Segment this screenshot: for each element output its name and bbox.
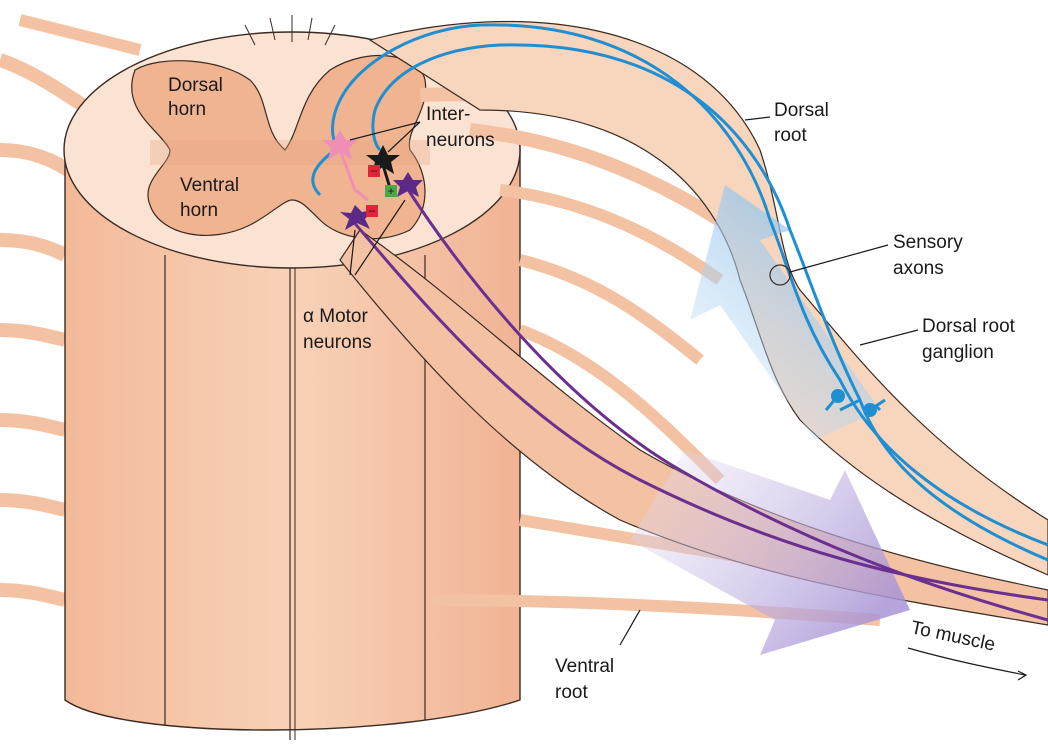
svg-text:−: −	[368, 204, 375, 218]
dorsal-root-ganglion-cells	[824, 389, 886, 417]
svg-text:horn: horn	[168, 99, 206, 120]
svg-text:neurons: neurons	[426, 130, 495, 151]
svg-text:ganglion: ganglion	[922, 342, 994, 363]
svg-text:root: root	[774, 125, 807, 146]
svg-text:horn: horn	[180, 200, 218, 221]
svg-text:α Motor: α Motor	[303, 306, 369, 327]
leader-lines	[349, 116, 1028, 681]
svg-text:Inter-: Inter-	[426, 104, 470, 125]
svg-text:Sensory: Sensory	[893, 232, 963, 253]
label-to-muscle: To muscle	[909, 617, 997, 655]
motor-axons	[350, 184, 1048, 622]
cord-cross-section	[63, 15, 521, 269]
inhibitory-synapse-badge-2: −	[366, 204, 378, 218]
svg-text:Ventral: Ventral	[555, 656, 614, 677]
svg-text:neurons: neurons	[303, 332, 372, 353]
svg-text:Dorsal: Dorsal	[168, 75, 223, 96]
excitatory-synapse-badge: +	[385, 184, 397, 198]
label-motor-neurons: α Motor neurons	[303, 306, 372, 353]
sensory-axons-marker	[769, 264, 791, 286]
sensory-signal-arrow	[690, 185, 880, 440]
inhibitory-synapse-badge-1: −	[368, 164, 380, 178]
svg-text:Ventral: Ventral	[180, 175, 239, 196]
interneuron-inhibitory	[322, 130, 369, 202]
svg-text:axons: axons	[893, 258, 944, 279]
label-sensory-axons: Sensory axons	[893, 232, 963, 279]
left-rootlets	[0, 14, 142, 607]
motor-signal-arrow	[630, 450, 910, 655]
label-ventral-horn: Ventral horn	[180, 175, 239, 221]
motor-neuron-1	[340, 205, 373, 230]
svg-text:Dorsal: Dorsal	[774, 100, 829, 121]
label-dorsal-root-ganglion: Dorsal root ganglion	[922, 316, 1016, 363]
svg-text:+: +	[387, 184, 394, 198]
svg-text:root: root	[555, 682, 588, 703]
label-dorsal-root: Dorsal root	[774, 100, 829, 146]
label-interneurons: Inter- neurons	[426, 104, 495, 151]
label-dorsal-horn: Dorsal horn	[168, 75, 223, 120]
label-ventral-root: Ventral root	[555, 656, 614, 703]
motor-neuron-2	[393, 172, 423, 197]
svg-text:−: −	[370, 164, 377, 178]
svg-text:Dorsal root: Dorsal root	[922, 316, 1016, 337]
